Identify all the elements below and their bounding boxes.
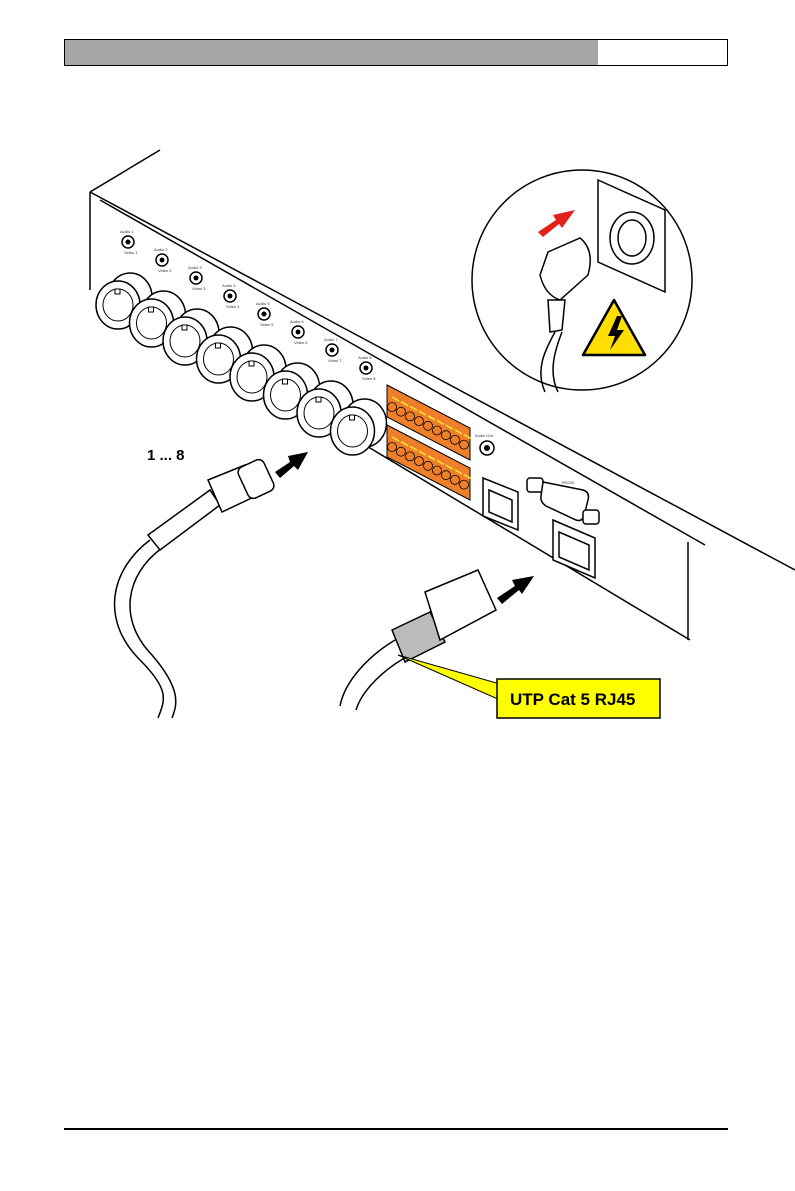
video-port-label: Video 6 (294, 340, 308, 345)
header-chapter-band (65, 40, 598, 65)
terminal-screw (423, 460, 433, 471)
audio-port-label: Audio 3 (188, 265, 202, 270)
alarm-terminal-block-lower (386, 424, 472, 501)
video-port-label: Video 2 (158, 268, 172, 273)
terminal-screw (405, 411, 415, 422)
audio-out-jack: Audio Out (475, 433, 495, 456)
audio-port-label: Audio 1 (120, 229, 134, 234)
bnc-connector-row: Audio 1 Video 1 Audio 2 Video 2 Audio 3 Video… (95, 229, 388, 456)
audio-port-label: Audio 6 (290, 319, 304, 324)
terminal-screw (450, 474, 460, 485)
terminal-screw (441, 430, 451, 441)
rj45-port-network (552, 518, 596, 580)
video-port-label: Video 1 (124, 250, 138, 255)
audio-jack: Audio 4 Video 4 (222, 283, 240, 309)
cable-type-callout: UTP Cat 5 RJ45 (397, 654, 661, 719)
svg-text:Audio Out: Audio Out (475, 433, 494, 438)
audio-port-label: Audio 8 (358, 355, 372, 360)
terminal-screw (441, 470, 451, 481)
device-body (89, 149, 795, 641)
bnc-range-label: 1 ... 8 (147, 447, 185, 464)
rj45-port-left (482, 476, 519, 532)
header-page-box (598, 40, 727, 65)
audio-port-label: Audio 2 (154, 247, 168, 252)
svg-text:RS232: RS232 (562, 480, 575, 485)
audio-jack: Audio 2 Video 2 (154, 247, 172, 273)
terminal-screw (414, 456, 424, 467)
terminal-screw (414, 416, 424, 427)
audio-jack: Audio 3 Video 3 (188, 265, 206, 291)
terminal-screw (459, 439, 469, 450)
terminal-screw (396, 446, 406, 457)
insert-arrow-bnc-icon (275, 452, 308, 478)
wall-socket (597, 178, 666, 294)
terminal-screw (387, 442, 397, 452)
audio-jack: Audio 8 Video 8 (358, 355, 376, 381)
bnc-connector (229, 344, 287, 402)
terminal-screw (432, 425, 442, 436)
audio-jack: Audio 7 Video 7 (324, 337, 342, 363)
footer-rule (64, 1128, 728, 1130)
audio-jack: Audio 1 Video 1 (120, 229, 138, 255)
high-voltage-warning-icon (581, 298, 647, 357)
alarm-terminal-block-upper (386, 384, 472, 461)
bnc-connector (95, 272, 153, 330)
serial-port-rs232: RS232 (526, 477, 600, 525)
video-port-label: Video 3 (192, 286, 206, 291)
audio-port-label: Audio 5 (256, 301, 270, 306)
audio-jack: Audio 5 Video 5 (256, 301, 274, 327)
video-port-label: Video 8 (362, 376, 376, 381)
power-plug (539, 237, 591, 393)
terminal-screw (396, 406, 406, 417)
terminal-screw (423, 420, 433, 431)
terminal-screw (459, 479, 469, 490)
terminal-screw (450, 434, 460, 445)
insert-arrow-rj45-icon (497, 576, 534, 604)
bnc-cable (113, 458, 275, 719)
unplug-arrow-icon (538, 210, 575, 237)
video-port-label: Video 5 (260, 322, 274, 327)
svg-text:UTP Cat 5 RJ45: UTP Cat 5 RJ45 (510, 690, 635, 709)
audio-jack: Audio 6 Video 6 (290, 319, 308, 345)
video-port-label: Video 4 (226, 304, 240, 309)
video-port-label: Video 7 (328, 358, 342, 363)
bnc-connector (329, 398, 388, 456)
terminal-screw (432, 465, 442, 476)
audio-port-label: Audio 7 (324, 337, 338, 342)
rj45-cable (339, 569, 497, 711)
power-disconnect-inset (471, 169, 693, 393)
terminal-screw (405, 451, 415, 462)
page-header-bar (64, 39, 728, 66)
audio-port-label: Audio 4 (222, 283, 236, 288)
terminal-screw (387, 402, 397, 412)
